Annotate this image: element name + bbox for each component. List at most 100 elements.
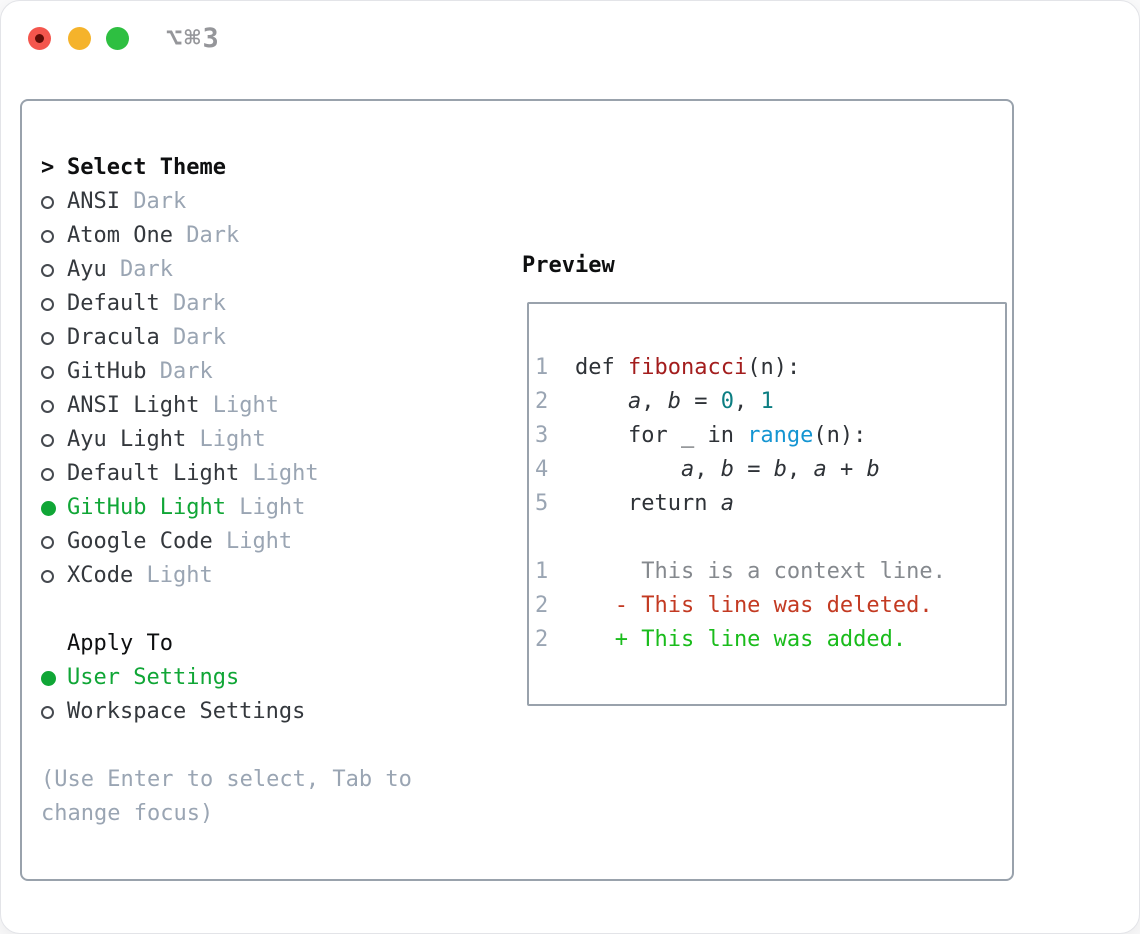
minimize-button[interactable] <box>68 27 91 50</box>
code-segment: , <box>786 457 814 482</box>
theme-option[interactable]: ANSI Dark <box>41 185 412 219</box>
code-segment: + <box>826 457 867 482</box>
theme-option[interactable]: Dracula Dark <box>41 321 412 355</box>
code-segment <box>575 457 681 482</box>
preview-line: 2 - This line was deleted. <box>535 589 999 623</box>
preview-line: 2 a, b = 0, 1 <box>535 385 999 419</box>
code-segment: 0 <box>720 389 734 414</box>
code-segment: for _ in <box>575 423 748 448</box>
cursor-icon: > <box>41 155 55 180</box>
select-theme-title: Select Theme <box>67 155 226 180</box>
code-segment: = <box>680 389 721 414</box>
code-segment: (n): <box>813 423 867 448</box>
code-segment: - This line was deleted. <box>575 593 933 618</box>
line-number <box>535 521 549 555</box>
code-segment: , <box>694 457 721 482</box>
option-label: Ayu <box>67 257 107 282</box>
theme-option[interactable]: Atom One Dark <box>41 219 412 253</box>
theme-variant-tag: Dark <box>159 325 226 350</box>
radio-unselected-icon <box>41 263 67 277</box>
theme-variant-tag: Light <box>133 563 213 588</box>
code-segment: b <box>773 457 787 482</box>
code-segment: , <box>641 389 668 414</box>
theme-option[interactable]: Default Light Light <box>41 457 412 491</box>
theme-variant-tag: Dark <box>146 359 213 384</box>
option-label: ANSI <box>67 189 120 214</box>
option-label: Ayu Light <box>67 427 187 452</box>
option-label: GitHub <box>67 359 147 384</box>
option-label: ANSI Light <box>67 393 200 418</box>
radio-unselected-icon <box>41 195 67 209</box>
theme-variant-tag: Dark <box>172 223 240 248</box>
code-segment: fibonacci <box>627 355 748 380</box>
code-segment: This is a context line. <box>575 559 946 584</box>
preview-title: Preview <box>522 253 615 278</box>
theme-variant-tag: Dark <box>119 189 187 214</box>
line-number: 2 <box>535 627 549 652</box>
theme-variant-tag: Light <box>225 495 306 520</box>
theme-option[interactable]: Google Code Light <box>41 525 412 559</box>
preview-line: 4 a, b = b, a + b <box>535 453 999 487</box>
spacer <box>41 729 412 763</box>
code-segment: + This line was added. <box>575 627 907 652</box>
code-segment: (n): <box>747 355 801 380</box>
theme-variant-tag: Light <box>239 461 319 486</box>
help-text-line-1: (Use Enter to select, Tab to <box>41 767 412 792</box>
radio-unselected-icon <box>41 433 67 447</box>
option-label: Workspace Settings <box>67 699 306 724</box>
line-number: 4 <box>535 457 549 482</box>
maximize-button[interactable] <box>106 27 129 50</box>
code-segment: b <box>720 457 734 482</box>
radio-unselected-icon <box>41 467 67 481</box>
preview-line: 2 + This line was added. <box>535 623 999 657</box>
code-text: for _ in range(n): <box>575 419 866 453</box>
apply-to-option[interactable]: User Settings <box>41 661 412 695</box>
preview-line: 3 for _ in range(n): <box>535 419 999 453</box>
radio-unselected-icon <box>41 569 67 583</box>
theme-option[interactable]: GitHub Dark <box>41 355 412 389</box>
radio-unselected-icon <box>41 297 67 311</box>
theme-option[interactable]: GitHub Light Light <box>41 491 412 525</box>
theme-variant-tag: Dark <box>106 257 173 282</box>
code-text: + This line was added. <box>575 623 906 657</box>
code-segment: a <box>680 457 695 482</box>
theme-option[interactable]: Default Dark <box>41 287 412 321</box>
option-label: Google Code <box>67 529 213 554</box>
theme-option[interactable]: Ayu Dark <box>41 253 412 287</box>
option-label: Default <box>67 291 160 316</box>
select-theme-header: > Select Theme <box>41 151 412 185</box>
line-number: 1 <box>535 355 549 380</box>
theme-option[interactable]: XCode Light <box>41 559 412 593</box>
code-segment: b <box>866 457 880 482</box>
code-segment: return <box>575 491 721 516</box>
code-segment: a <box>720 491 734 516</box>
code-text: This is a context line. <box>575 555 946 589</box>
radio-unselected-icon <box>41 229 67 243</box>
code-text: def fibonacci(n): <box>575 351 800 385</box>
code-segment: a <box>627 389 642 414</box>
preview-line: 1 def fibonacci(n): <box>535 351 999 385</box>
code-segment: a <box>813 457 827 482</box>
close-button[interactable] <box>28 27 51 50</box>
option-label: User Settings <box>67 665 240 690</box>
theme-option[interactable]: Ayu Light Light <box>41 423 412 457</box>
radio-unselected-icon <box>41 331 67 345</box>
option-label: GitHub Light <box>67 495 226 520</box>
help-text-line-2: change focus) <box>41 801 214 826</box>
code-segment: = <box>733 457 774 482</box>
option-label: XCode <box>67 563 134 588</box>
preview-line: 1 This is a context line. <box>535 555 999 589</box>
code-segment: def <box>575 355 628 380</box>
apply-to-option[interactable]: Workspace Settings <box>41 695 412 729</box>
code-segment <box>575 389 628 414</box>
theme-variant-tag: Dark <box>159 291 226 316</box>
option-label: Atom One <box>67 223 173 248</box>
theme-option[interactable]: ANSI Light Light <box>41 389 412 423</box>
theme-variant-tag: Light <box>212 529 293 554</box>
spacer <box>41 593 412 627</box>
